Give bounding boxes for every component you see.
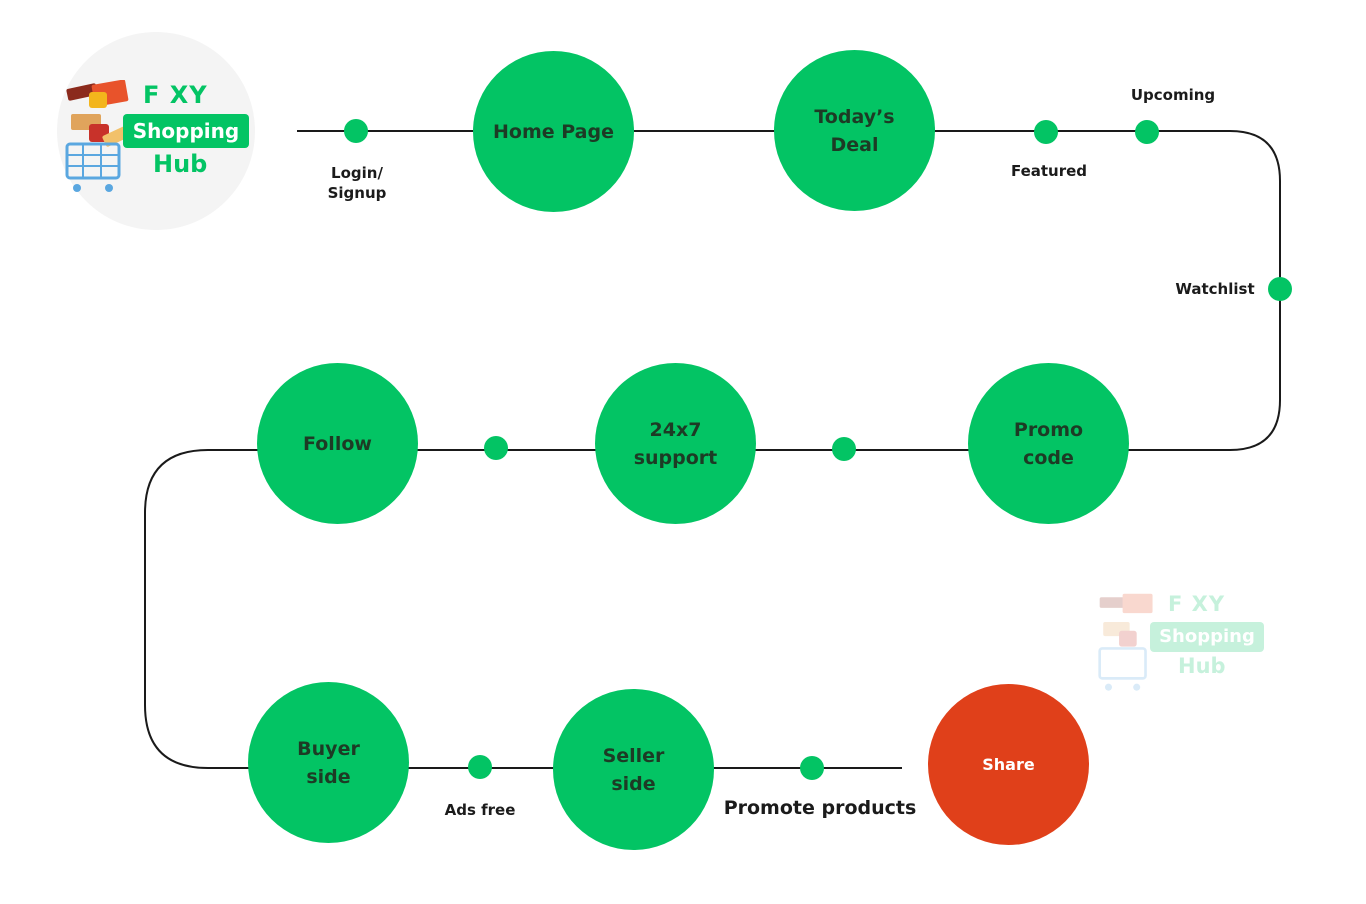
buyer-side-label-2: side bbox=[306, 765, 351, 788]
node-home-page: Home Page bbox=[473, 51, 634, 212]
promo-support-dot bbox=[832, 437, 856, 461]
promote-products-dot bbox=[800, 756, 824, 780]
share-label: Share bbox=[982, 754, 1035, 774]
promote-products-label: Promote products bbox=[723, 797, 917, 819]
featured-label: Featured bbox=[1010, 162, 1088, 180]
login-signup-dot bbox=[344, 119, 368, 143]
upcoming-label: Upcoming bbox=[1130, 86, 1216, 104]
watchlist-dot bbox=[1268, 277, 1292, 301]
promo-code-label-2: code bbox=[1023, 446, 1074, 469]
todays-deal-label-2: Deal bbox=[830, 133, 879, 156]
ads-free-dot bbox=[468, 755, 492, 779]
promo-code-label-1: Promo bbox=[1013, 418, 1084, 441]
watermark-foxy: F XY bbox=[1168, 592, 1226, 616]
brand-hub: Hub bbox=[153, 150, 208, 178]
upcoming-dot bbox=[1135, 120, 1159, 144]
support-label-1: 24x7 bbox=[649, 418, 702, 441]
watermark-shopping: Shopping bbox=[1150, 622, 1264, 652]
watermark-hub: Hub bbox=[1178, 654, 1226, 678]
support-label-2: support bbox=[633, 446, 718, 469]
brand-logo: F XY Shopping Hub bbox=[57, 32, 255, 230]
watchlist-label: Watchlist bbox=[1175, 280, 1255, 298]
node-24x7-support: 24x7 support bbox=[595, 363, 756, 524]
support-follow-dot bbox=[484, 436, 508, 460]
node-follow: Follow bbox=[257, 363, 418, 524]
brand-foxy: F XY bbox=[143, 81, 208, 109]
login-label-2: Signup bbox=[327, 184, 387, 202]
left-curve-line bbox=[144, 449, 902, 769]
watermark-cart-icon bbox=[1098, 593, 1153, 691]
node-share: Share bbox=[928, 684, 1089, 845]
follow-label: Follow bbox=[303, 432, 372, 455]
brand-watermark: F XY Shopping Hub bbox=[1090, 588, 1270, 698]
waypoint-dots bbox=[344, 119, 1292, 780]
brand-shopping: Shopping bbox=[123, 114, 249, 148]
todays-deal-label-1: Today’s bbox=[814, 105, 895, 128]
node-seller-side: Seller side bbox=[553, 689, 714, 850]
buyer-side-label-1: Buyer bbox=[297, 737, 360, 760]
login-signup-label: Login/ Signup bbox=[312, 163, 402, 203]
login-label-1: Login/ bbox=[331, 164, 383, 182]
node-todays-deal: Today’s Deal bbox=[774, 50, 935, 211]
seller-side-label-2: side bbox=[611, 772, 656, 795]
shopping-cart-icon bbox=[65, 80, 132, 192]
home-page-label: Home Page bbox=[493, 120, 614, 143]
node-buyer-side: Buyer side bbox=[248, 682, 409, 843]
ads-free-label: Ads free bbox=[444, 801, 516, 819]
node-promo-code: Promo code bbox=[968, 363, 1129, 524]
seller-side-label-1: Seller bbox=[602, 744, 665, 767]
featured-dot bbox=[1034, 120, 1058, 144]
